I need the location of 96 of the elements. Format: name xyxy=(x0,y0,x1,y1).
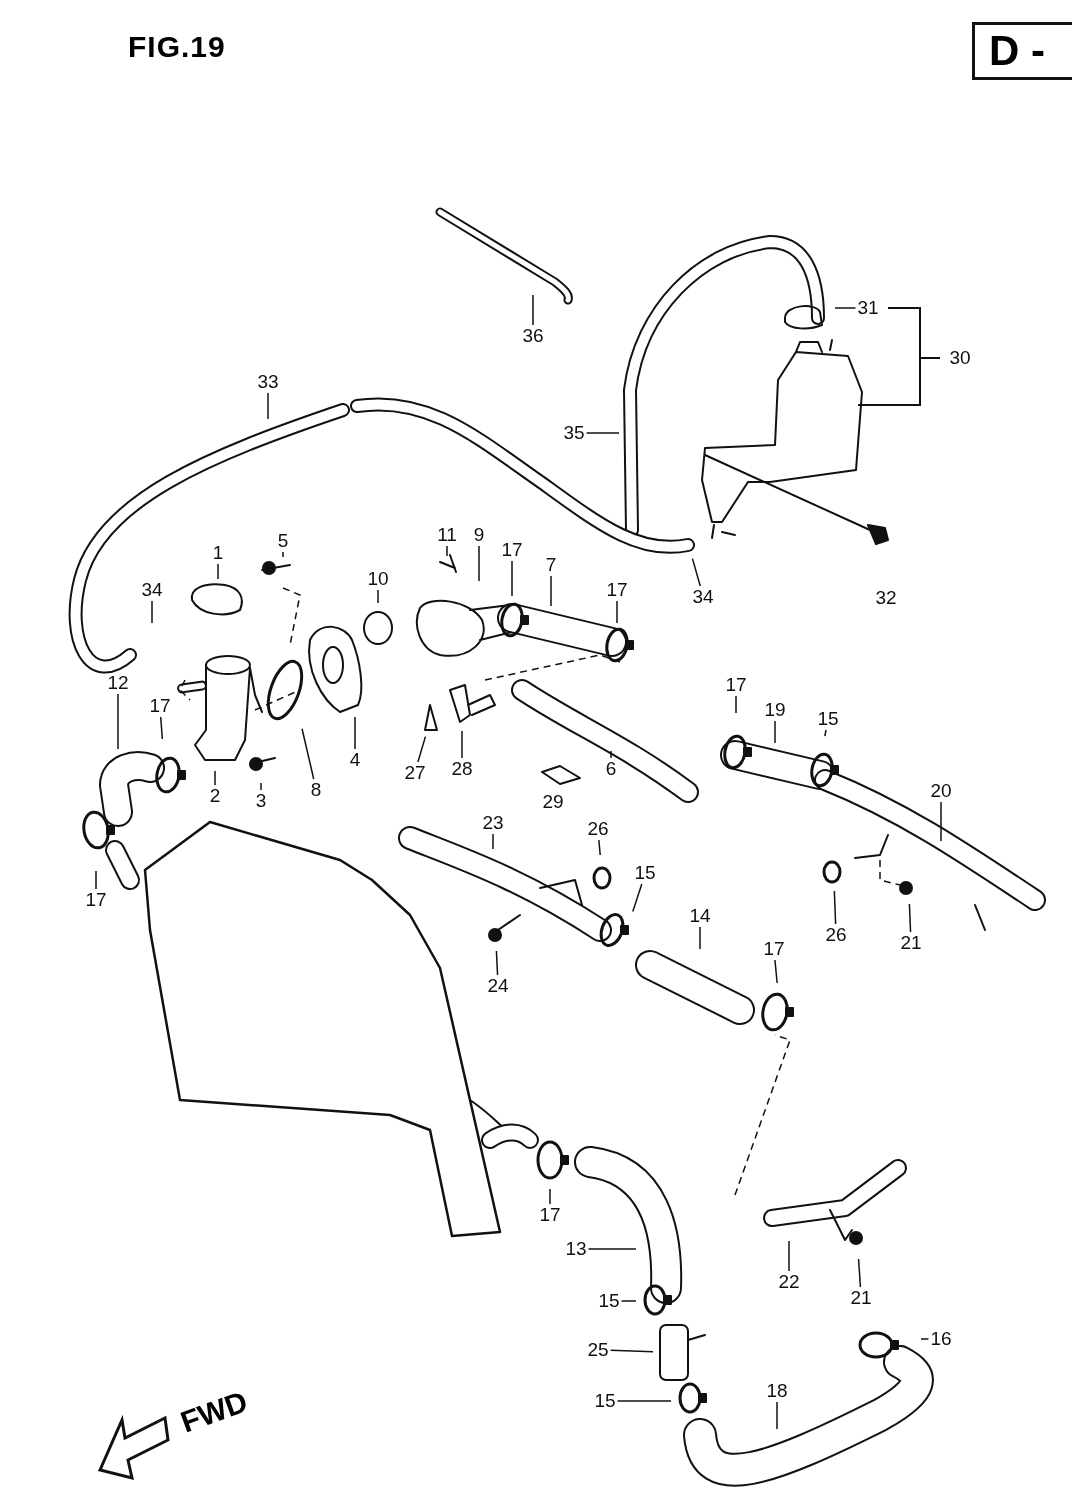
callout-number: 12 xyxy=(107,673,129,693)
leader-line xyxy=(940,801,942,842)
leader-line xyxy=(699,926,701,950)
callout-number: 36 xyxy=(522,326,544,346)
callout-number: 17 xyxy=(539,1205,561,1225)
leader-line xyxy=(598,839,601,856)
leader-line xyxy=(788,1240,790,1272)
leader-line xyxy=(377,589,379,604)
callout-number: 15 xyxy=(817,709,839,729)
callout-number: 21 xyxy=(850,1288,872,1308)
callout-number: 5 xyxy=(277,531,289,551)
callout-number: 13 xyxy=(565,1239,587,1259)
leader-line xyxy=(260,782,262,791)
leader-line xyxy=(550,575,552,607)
leader-line xyxy=(587,1248,637,1250)
leader-line xyxy=(920,1338,930,1340)
leader-line xyxy=(511,560,513,597)
leader-line xyxy=(532,294,534,326)
callout-number: 8 xyxy=(310,780,322,800)
section-box: D - xyxy=(972,22,1072,80)
callout-number: 30 xyxy=(949,348,971,368)
callout-number: 17 xyxy=(85,890,107,910)
callout-number: 15 xyxy=(598,1291,620,1311)
leader-line xyxy=(549,1188,551,1205)
leader-line xyxy=(301,728,315,780)
callout-number: 18 xyxy=(766,1381,788,1401)
leader-line xyxy=(151,600,153,624)
callout-number: 17 xyxy=(606,580,628,600)
callout-number: 11 xyxy=(437,525,457,545)
callout-number: 25 xyxy=(587,1340,609,1360)
leader-line xyxy=(585,432,620,434)
callout-number: 15 xyxy=(634,863,656,883)
leader-line xyxy=(616,600,618,624)
callout-number: 23 xyxy=(482,813,504,833)
callout-number: 9 xyxy=(473,525,485,545)
callout-number: 14 xyxy=(689,906,711,926)
leader-line xyxy=(217,563,219,580)
figure-title: FIG.19 xyxy=(128,30,226,64)
leader-line xyxy=(632,883,643,913)
leader-line xyxy=(774,959,778,984)
leader-line xyxy=(495,950,499,976)
callout-number: 24 xyxy=(487,976,509,996)
callout-number: 34 xyxy=(141,580,163,600)
leader-line xyxy=(691,557,701,587)
leader-line xyxy=(857,1258,862,1288)
leader-line xyxy=(824,729,827,737)
leader-line xyxy=(446,545,448,557)
leader-line xyxy=(776,1401,778,1430)
callout-number: 26 xyxy=(825,925,847,945)
leader-line xyxy=(95,870,97,890)
callout-number: 16 xyxy=(930,1329,952,1349)
callout-number: 6 xyxy=(605,759,617,779)
leader-line xyxy=(354,716,356,750)
callout-number: 20 xyxy=(930,781,952,801)
leader-line xyxy=(492,833,494,850)
callout-number: 17 xyxy=(725,675,747,695)
leader-line xyxy=(616,1400,672,1402)
callout-number: 29 xyxy=(542,792,564,812)
leader-line xyxy=(834,307,857,309)
leader-line xyxy=(417,735,427,763)
callout-number: 35 xyxy=(563,423,585,443)
leader-line xyxy=(774,720,776,744)
leader-line xyxy=(117,693,119,750)
callout-number: 2 xyxy=(209,786,221,806)
callout-number: 1 xyxy=(212,543,224,563)
leader-line xyxy=(159,716,164,740)
leader-line xyxy=(833,890,837,925)
callout-number: 10 xyxy=(367,569,389,589)
callout-number: 19 xyxy=(764,700,786,720)
callout-number: 15 xyxy=(594,1391,616,1411)
leader-line xyxy=(609,1349,654,1353)
callout-number: 17 xyxy=(149,696,171,716)
leader-line xyxy=(735,695,737,714)
callout-number: 32 xyxy=(875,588,897,608)
leader-line xyxy=(267,392,269,420)
callout-number: 21 xyxy=(900,933,922,953)
leader-line xyxy=(461,730,463,759)
callout-number: 28 xyxy=(451,759,473,779)
callout-number: 27 xyxy=(404,763,426,783)
callout-number: 31 xyxy=(857,298,879,318)
callout-number: 22 xyxy=(778,1272,800,1292)
leader-line xyxy=(908,903,912,933)
leader-line xyxy=(478,545,480,582)
callout-number: 4 xyxy=(349,750,361,770)
callout-number: 17 xyxy=(501,540,523,560)
callout-number: 3 xyxy=(255,791,267,811)
callout-number: 7 xyxy=(545,555,557,575)
callout-number: 33 xyxy=(257,372,279,392)
leader-line xyxy=(214,770,216,786)
leader-line xyxy=(610,750,612,759)
callout-number: 34 xyxy=(692,587,714,607)
leader-line xyxy=(620,1300,637,1302)
leader-line xyxy=(282,551,284,558)
callout-number: 17 xyxy=(763,939,785,959)
callout-number: 26 xyxy=(587,819,609,839)
direction-label: FWD xyxy=(176,1384,253,1440)
